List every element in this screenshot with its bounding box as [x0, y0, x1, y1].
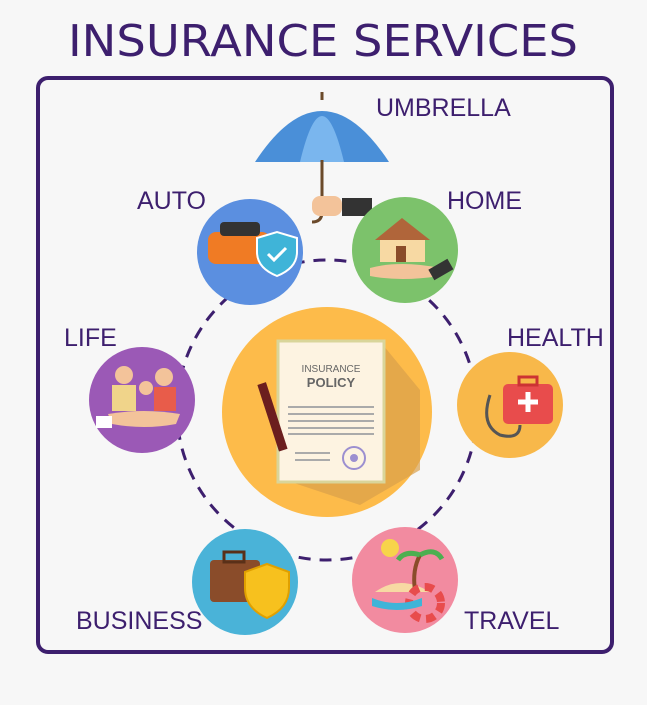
home-insurance-icon[interactable]	[352, 197, 458, 303]
label-life: LIFE	[64, 324, 117, 352]
auto-insurance-icon[interactable]	[197, 199, 303, 305]
policy-line2: POLICY	[307, 375, 356, 390]
travel-insurance-icon[interactable]	[352, 527, 458, 633]
health-insurance-icon[interactable]	[457, 352, 563, 458]
label-auto: AUTO	[137, 187, 206, 215]
label-home: HOME	[447, 187, 522, 215]
policy-document-icon: INSURANCE POLICY	[222, 307, 432, 517]
label-travel: TRAVEL	[464, 607, 559, 635]
life-insurance-icon[interactable]	[89, 347, 195, 453]
label-business: BUSINESS	[76, 607, 202, 635]
page-title: INSURANCE SERVICES	[68, 16, 578, 67]
umbrella-icon	[255, 92, 389, 224]
label-health: HEALTH	[507, 324, 604, 352]
business-insurance-icon[interactable]	[192, 529, 298, 635]
policy-line1: INSURANCE	[302, 364, 361, 375]
label-umbrella: UMBRELLA	[376, 94, 511, 122]
